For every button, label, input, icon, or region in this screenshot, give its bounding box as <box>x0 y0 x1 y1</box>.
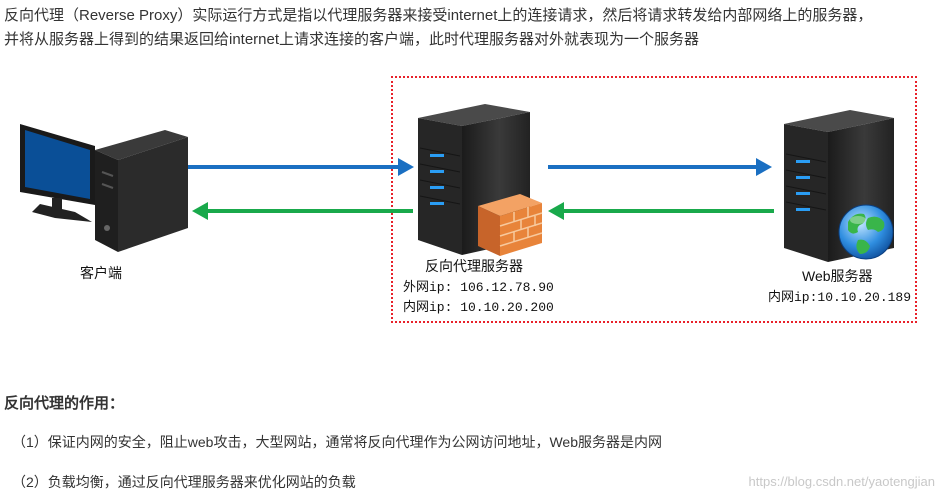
proxy-external-ip: 外网ip: 106.12.78.90 <box>403 280 554 295</box>
web-server-label: Web服务器 <box>802 268 873 284</box>
section-heading: 反向代理的作用： <box>4 395 125 412</box>
intro-line-1: 反向代理（Reverse Proxy）实际运行方式是指以代理服务器来接受inte… <box>4 7 873 24</box>
firewall-icon <box>478 194 543 256</box>
proxy-to-web-request-arrow <box>548 158 772 176</box>
web-to-proxy-response-arrow <box>548 202 774 220</box>
globe-icon <box>838 204 894 260</box>
client-label: 客户端 <box>80 265 122 281</box>
proxy-to-client-response-arrow <box>192 202 413 220</box>
client-to-proxy-request-arrow <box>188 158 414 176</box>
proxy-server-label: 反向代理服务器 <box>425 258 523 274</box>
list-item: （1）保证内网的安全，阻止web攻击，大型网站，通常将反向代理作为公网访问地址，… <box>12 434 662 450</box>
desktop-computer-icon <box>20 124 188 252</box>
reverse-proxy-boundary <box>391 76 917 323</box>
list-item: （2）负载均衡，通过反向代理服务器来优化网站的负载 <box>12 474 356 490</box>
intro-paragraph: 反向代理（Reverse Proxy）实际运行方式是指以代理服务器来接受inte… <box>4 4 939 52</box>
proxy-internal-ip: 内网ip: 10.10.20.200 <box>403 300 554 315</box>
web-internal-ip: 内网ip:10.10.20.189 <box>768 290 912 305</box>
intro-line-2: 并将从服务器上得到的结果返回给internet上请求连接的客户端，此时代理服务器… <box>4 31 700 48</box>
watermark: https://blog.csdn.net/yaotengjian <box>748 474 935 489</box>
